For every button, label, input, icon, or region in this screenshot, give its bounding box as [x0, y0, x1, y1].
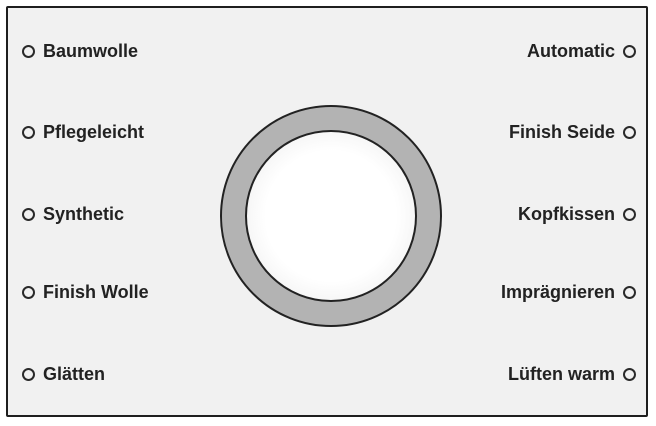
indicator-light-icon: [22, 208, 35, 221]
indicator-light-icon: [22, 126, 35, 139]
program-finish-wolle[interactable]: Finish Wolle: [22, 282, 149, 303]
program-label: Kopfkissen: [517, 204, 615, 224]
program-selector-knob[interactable]: [220, 105, 442, 327]
program-label: Lüften warm: [507, 364, 615, 384]
indicator-light-icon: [623, 208, 636, 221]
program-label: Synthetic: [43, 204, 125, 224]
program-impraegnieren[interactable]: Imprägnieren: [501, 282, 636, 303]
program-finish-seide[interactable]: Finish Seide: [509, 122, 636, 143]
program-baumwolle[interactable]: Baumwolle: [22, 41, 138, 62]
control-panel: Baumwolle Pflegeleicht Synthetic Finish …: [6, 6, 648, 417]
program-label: Glätten: [43, 364, 106, 384]
program-label: Pflegeleicht: [43, 122, 145, 142]
indicator-light-icon: [22, 368, 35, 381]
program-synthetic[interactable]: Synthetic: [22, 204, 124, 225]
indicator-light-icon: [623, 286, 636, 299]
indicator-light-icon: [22, 286, 35, 299]
indicator-light-icon: [623, 45, 636, 58]
indicator-light-icon: [623, 368, 636, 381]
program-glaetten[interactable]: Glätten: [22, 364, 105, 385]
indicator-light-icon: [22, 45, 35, 58]
program-label: Automatic: [526, 41, 615, 61]
program-pflegeleicht[interactable]: Pflegeleicht: [22, 122, 144, 143]
knob-center: [245, 130, 417, 302]
program-label: Baumwolle: [43, 41, 139, 61]
indicator-light-icon: [623, 126, 636, 139]
program-label: Imprägnieren: [500, 282, 615, 302]
program-kopfkissen[interactable]: Kopfkissen: [518, 204, 636, 225]
program-label: Finish Wolle: [43, 282, 149, 302]
program-lueften-warm[interactable]: Lüften warm: [508, 364, 636, 385]
program-label: Finish Seide: [508, 122, 615, 142]
program-automatic[interactable]: Automatic: [527, 41, 636, 62]
